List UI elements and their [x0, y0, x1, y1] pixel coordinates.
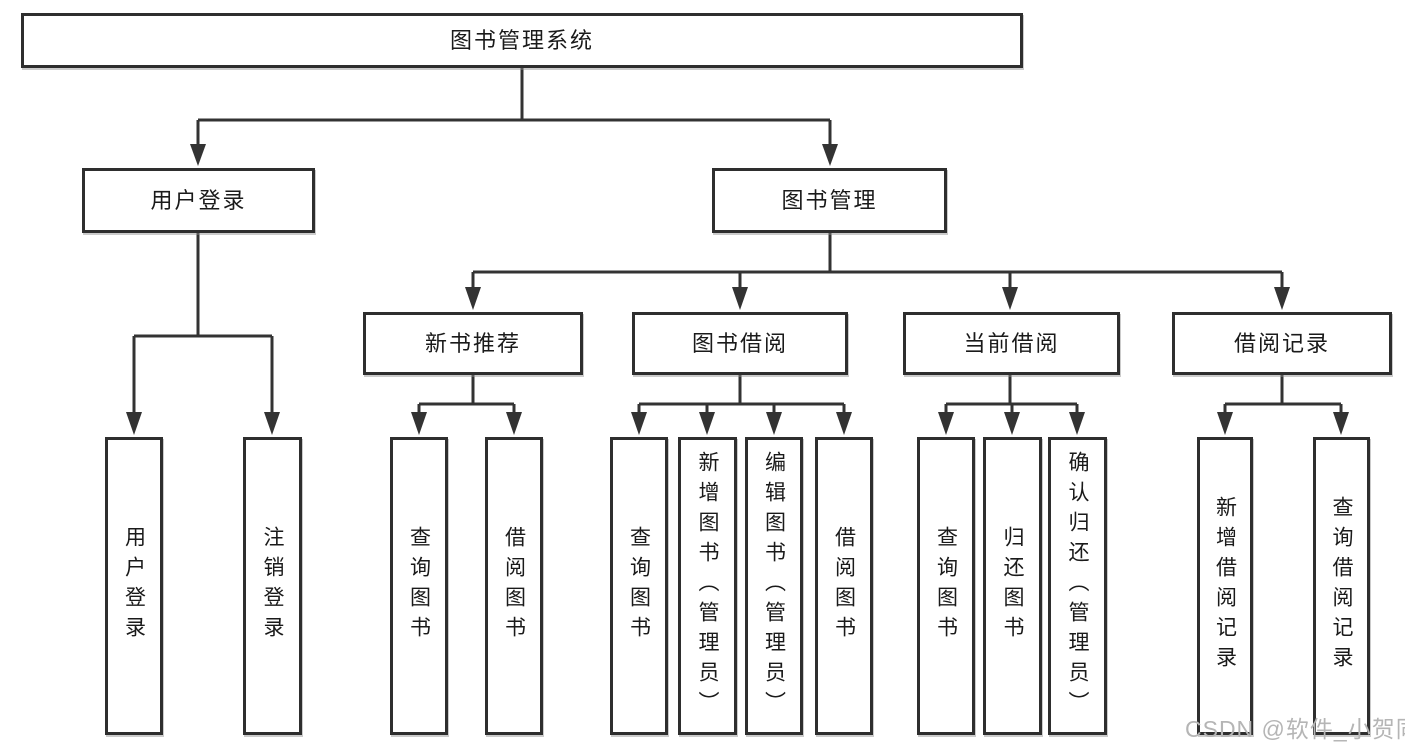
leaf-logout: 注销登录 [243, 437, 302, 735]
leaf-edit-books-admin-label: 编辑图书（管理员） [762, 451, 786, 721]
node-current-borrowing: 当前借阅 [903, 312, 1120, 375]
leaf-logout-label: 注销登录 [261, 526, 284, 646]
node-new-book-recommend-label: 新书推荐 [424, 330, 521, 356]
leaf-borrow-books-borrowing-label: 借阅图书 [832, 526, 856, 646]
leaf-add-books-admin-label: 新增图书（管理员） [696, 451, 719, 721]
leaf-query-borrow-record: 查询借阅记录 [1313, 437, 1370, 735]
connector-login-branch [126, 233, 280, 435]
leaf-add-borrow-record-label: 新增借阅记录 [1213, 496, 1237, 676]
connector-group-borrowing [631, 375, 852, 435]
node-root: 图书管理系统 [21, 13, 1023, 68]
leaf-query-books-borrowing: 查询图书 [610, 437, 668, 735]
leaf-query-books-current: 查询图书 [917, 437, 975, 735]
leaf-user-login-label: 用户登录 [122, 526, 146, 646]
leaf-confirm-return-admin: 确认归还（管理员） [1048, 437, 1107, 735]
connector-mgmt-branch [465, 233, 1290, 310]
leaf-borrow-books-recommend: 借阅图书 [485, 437, 543, 735]
leaf-return-books: 归还图书 [983, 437, 1042, 735]
node-book-management: 图书管理 [712, 168, 947, 233]
node-book-borrowing: 图书借阅 [632, 312, 848, 375]
connector-group-records [1217, 375, 1349, 435]
node-current-borrowing-label: 当前借阅 [963, 330, 1060, 356]
node-book-management-label: 图书管理 [781, 187, 878, 213]
leaf-user-login: 用户登录 [105, 437, 163, 735]
leaf-add-books-admin: 新增图书（管理员） [678, 437, 737, 735]
connector-root-branch [190, 68, 838, 166]
connector-group-recommend [411, 375, 522, 435]
leaf-query-books-current-label: 查询图书 [934, 526, 958, 646]
node-user-login-label: 用户登录 [150, 187, 247, 213]
csdn-watermark: CSDN @软件_小贺同学 [1185, 716, 1405, 742]
node-borrowing-records: 借阅记录 [1172, 312, 1392, 375]
connector-group-current [938, 375, 1085, 435]
node-book-borrowing-label: 图书借阅 [691, 330, 788, 356]
node-user-login: 用户登录 [82, 168, 315, 233]
leaf-confirm-return-admin-label: 确认归还（管理员） [1066, 451, 1089, 721]
leaf-borrow-books-recommend-label: 借阅图书 [502, 526, 526, 646]
node-root-label: 图书管理系统 [449, 27, 594, 53]
leaf-borrow-books-borrowing: 借阅图书 [815, 437, 873, 735]
leaf-edit-books-admin: 编辑图书（管理员） [745, 437, 803, 735]
node-new-book-recommend: 新书推荐 [363, 312, 583, 375]
leaf-add-borrow-record: 新增借阅记录 [1197, 437, 1253, 735]
node-borrowing-records-label: 借阅记录 [1233, 330, 1330, 356]
leaf-query-books-borrowing-label: 查询图书 [627, 526, 651, 646]
leaf-query-borrow-record-label: 查询借阅记录 [1330, 496, 1353, 676]
leaf-query-books-recommend-label: 查询图书 [407, 526, 431, 646]
leaf-query-books-recommend: 查询图书 [390, 437, 448, 735]
leaf-return-books-label: 归还图书 [1001, 526, 1024, 646]
